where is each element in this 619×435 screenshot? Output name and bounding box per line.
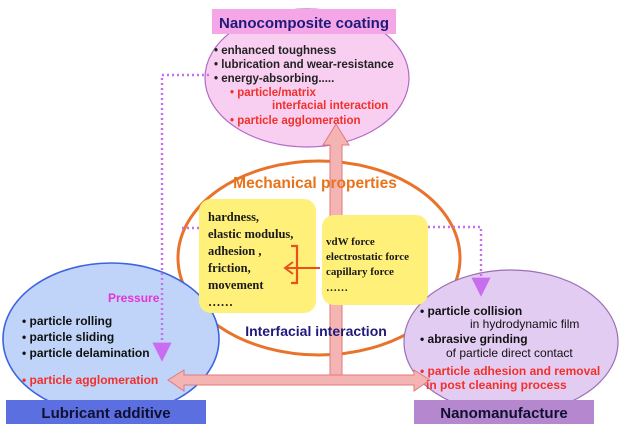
mechanical-title: Mechanical properties <box>233 175 397 192</box>
property-friction: friction, <box>208 261 251 275</box>
forces-box <box>322 215 428 305</box>
properties-box <box>199 199 316 313</box>
property-hardness: hardness, <box>208 210 259 224</box>
coating-red-item-2: interfacial interaction <box>272 100 388 112</box>
coating-item-3: • energy-absorbing..... <box>214 73 334 85</box>
nanomanufacture-title: Nanomanufacture <box>440 405 568 422</box>
nano-item-4: of particle direct contact <box>446 346 573 360</box>
forces-to-nanomanufacture-connector <box>428 225 491 297</box>
property-movement: movement <box>208 278 264 292</box>
pressure-label: Pressure <box>108 291 160 305</box>
force-ellipsis: …… <box>326 282 348 294</box>
bracket-icon <box>291 244 299 285</box>
coating-to-lubricant-connector <box>152 73 209 362</box>
lubricant-item-2: • particle sliding <box>22 330 114 344</box>
lubricant-title-box <box>6 400 206 424</box>
nano-item-3: • abrasive grinding <box>420 332 528 346</box>
nano-item-2: in hydrodynamic film <box>470 317 579 331</box>
nano-item-1: • particle collision <box>420 304 522 318</box>
force-vdw: vdW force <box>326 236 375 248</box>
coating-item-2: • lubrication and wear-resistance <box>214 59 394 71</box>
force-capillary: capillary force <box>326 266 394 278</box>
coating-title-box <box>212 9 396 34</box>
lubricant-item-3: • particle delamination <box>22 346 150 360</box>
coating-item-1: • enhanced toughness <box>214 45 336 57</box>
property-ellipsis: …… <box>208 295 233 309</box>
property-adhesion: adhesion , <box>208 244 262 258</box>
property-elastic-modulus: elastic modulus, <box>208 227 293 241</box>
coating-red-item-3: • particle agglomeration <box>230 115 361 127</box>
nanomanufacture-title-box <box>414 400 594 424</box>
coating-title: Nanocomposite coating <box>219 15 389 32</box>
nano-red-item-1: • particle adhesion and removal <box>420 364 600 378</box>
horizontal-double-arrow <box>167 369 431 392</box>
coating-red-item-1: • particle/matrix <box>230 87 316 99</box>
lubricant-item-1: • particle rolling <box>22 314 112 328</box>
force-electrostatic: electrostatic force <box>326 251 409 263</box>
nano-red-item-2: in post cleaning process <box>426 378 567 392</box>
interfacial-interaction-label: Interfacial interaction <box>245 323 387 339</box>
lubricant-title: Lubricant additive <box>41 405 170 422</box>
lubricant-red-item: • particle agglomeration <box>22 373 158 387</box>
bracket-arrow-icon <box>283 261 320 275</box>
